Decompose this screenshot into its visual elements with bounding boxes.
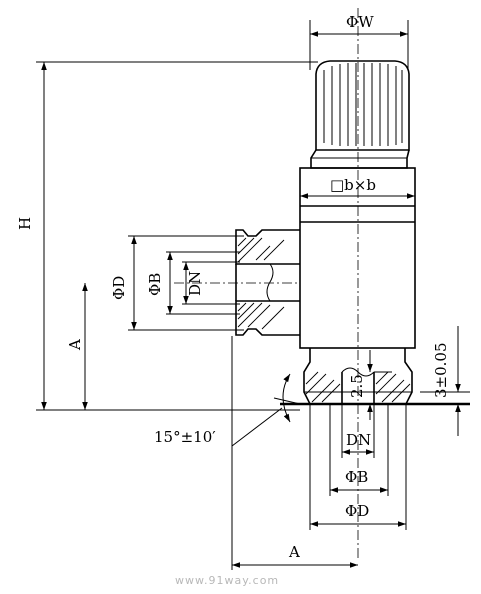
watermark: www.91way.com	[175, 574, 279, 587]
valve-body	[299, 167, 416, 349]
phi-b-bottom-label: ΦB	[345, 468, 368, 486]
knurled-knob	[310, 60, 410, 169]
square-b-label: □b×b	[330, 176, 376, 194]
dimension-2-5-label: 2.5	[348, 374, 366, 398]
phi-b-side-label: ΦB	[146, 273, 164, 296]
extension-lines	[36, 20, 470, 570]
a-bottom-label: A	[288, 543, 300, 561]
a-left-label: A	[66, 339, 84, 351]
phi-d-side-label: ΦD	[110, 276, 128, 300]
phi-w-label: ΦW	[346, 13, 374, 31]
side-port	[235, 229, 300, 336]
tolerance-label: 3±0.05	[432, 342, 450, 398]
dn-bottom-label: DN	[346, 431, 371, 449]
phi-d-bottom-label: ΦD	[345, 502, 369, 520]
dimension-lines	[41, 31, 461, 568]
h-label: H	[16, 217, 34, 230]
angle-label: 15°±10′	[154, 428, 216, 446]
dn-side-label: DN	[186, 271, 204, 296]
